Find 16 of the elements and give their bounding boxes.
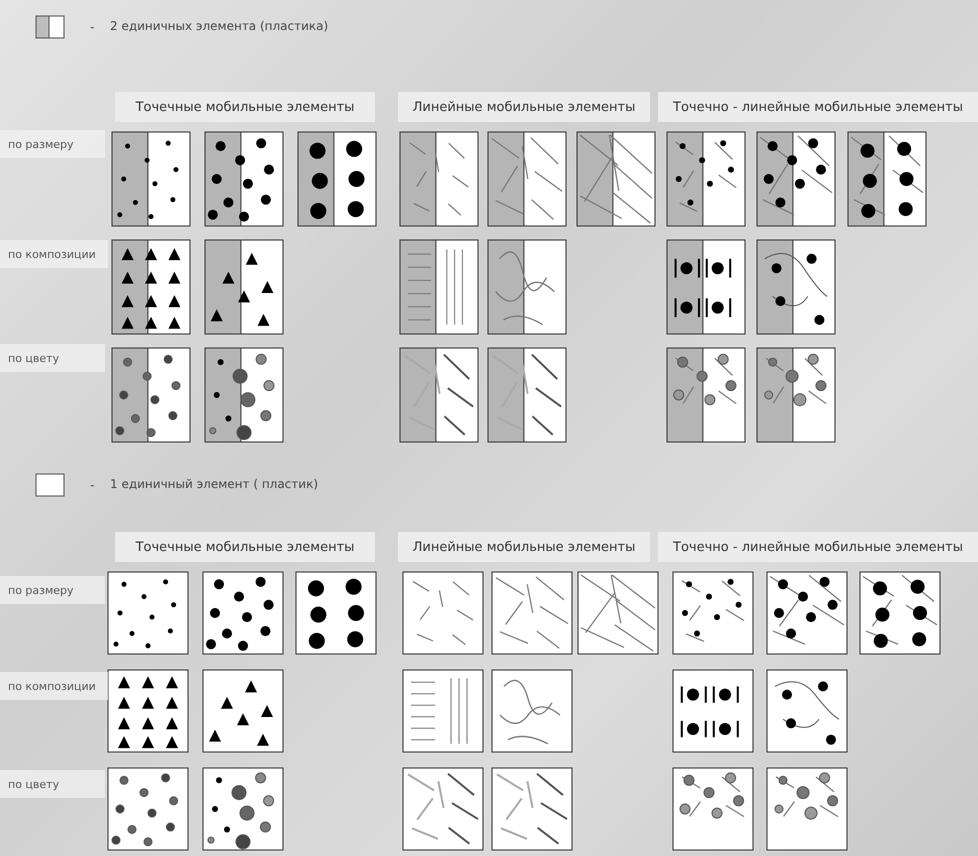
- column-header: Точечно - линейные мобильные элементы: [658, 532, 978, 562]
- row-label: по композиции: [0, 672, 108, 700]
- legend-text: 2 единичных элемента (пластика): [110, 19, 328, 33]
- row-label: по размеру: [0, 576, 105, 604]
- column-header: Линейные мобильные элементы: [398, 92, 650, 122]
- dash-text: -: [90, 20, 94, 34]
- row-label: по размеру: [0, 130, 105, 158]
- row-label: по цвету: [0, 344, 105, 372]
- dash-text: -: [90, 478, 94, 492]
- row-label: по цвету: [0, 770, 105, 798]
- column-header: Точечные мобильные элементы: [115, 92, 375, 122]
- row-label: по композиции: [0, 240, 108, 268]
- legend-text: 1 единичный элемент ( пластик): [110, 477, 318, 491]
- column-header: Точечно - линейные мобильные элементы: [658, 92, 978, 122]
- column-header: Точечные мобильные элементы: [115, 532, 375, 562]
- column-header: Линейные мобильные элементы: [398, 532, 650, 562]
